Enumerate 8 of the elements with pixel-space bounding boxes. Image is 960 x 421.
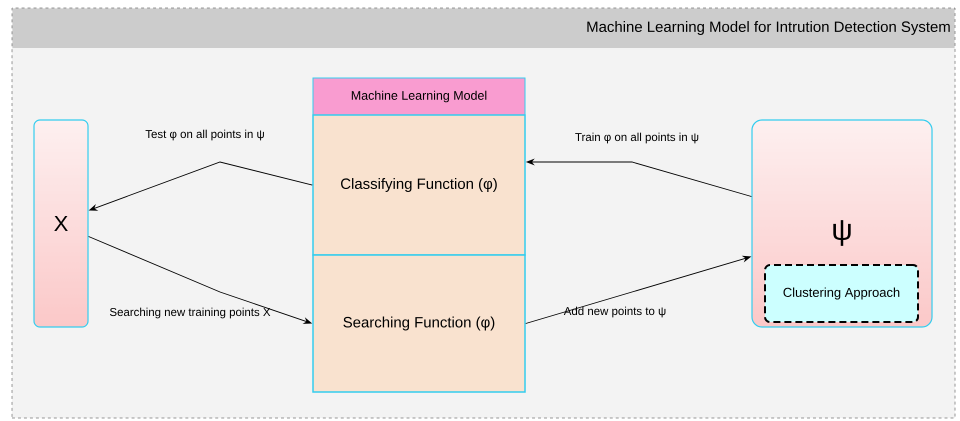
function-box: Searching Function (φ) — [312, 254, 526, 393]
edge-label: Test φ on all points in ψ — [146, 130, 264, 140]
edge-label: Add new points to ψ — [564, 306, 666, 318]
method-box: Clustering Approach — [764, 264, 919, 323]
edge-label: Searching new training points X — [110, 308, 270, 318]
edge-label: Train φ on all points in ψ — [575, 132, 698, 144]
input-box: X — [33, 119, 89, 328]
function-box: Classifying Function (φ) — [312, 114, 526, 256]
